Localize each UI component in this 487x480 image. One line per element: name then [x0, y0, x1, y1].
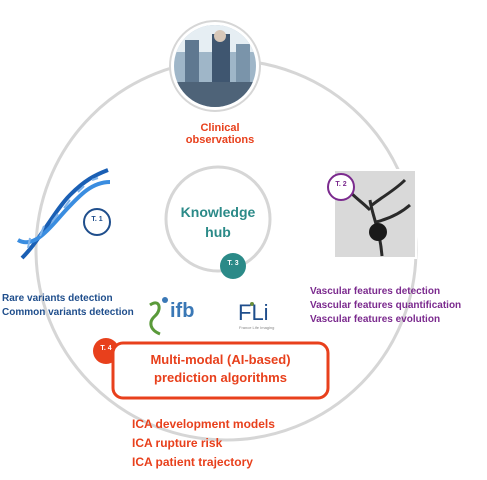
imaging-item-quantification: Vascular features quantification [310, 300, 462, 311]
imaging-item-detection: Vascular features detection [310, 286, 441, 297]
fli-logo [250, 302, 254, 306]
badge-t1-ring [83, 208, 111, 236]
clinical-photo [169, 20, 261, 112]
clinical-observations-label: Clinical observations [185, 122, 255, 146]
imaging-item-evolution: Vascular features evolution [310, 314, 441, 325]
output-item-rupture: ICA rupture risk [132, 436, 223, 450]
hub-circle [164, 165, 272, 273]
prediction-title-line1: Multi-modal (AI-based) [150, 352, 291, 367]
prediction-title-line2: prediction algorithms [154, 370, 287, 385]
fli-logo-text: FLi [238, 300, 269, 325]
genetics-item-rare: Rare variants detection [2, 293, 113, 304]
badge-t4: T. 4 [100, 345, 112, 352]
ifb-logo [149, 297, 168, 336]
prediction-outputs: ICA development models ICA rupture risk … [132, 415, 275, 472]
dna-helix-icon [16, 168, 111, 260]
output-item-trajectory: ICA patient trajectory [132, 455, 253, 469]
fli-logo-subtitle: France Life Imaging [239, 325, 275, 330]
knowledge-hub-title: Knowledge hub [166, 202, 270, 242]
genetics-item-common: Common variants detection [2, 307, 134, 318]
badge-t1: T. 1 [91, 216, 103, 223]
hub-title-line1: Knowledge [180, 204, 256, 220]
prediction-box [111, 341, 330, 400]
output-item-development: ICA development models [132, 417, 275, 431]
badge-t2: T. 2 [335, 181, 347, 188]
imaging-list: Vascular features detection Vascular fea… [310, 285, 461, 327]
badge-t3-ring [220, 253, 246, 279]
badge-t3: T. 3 [227, 260, 239, 267]
ifb-logo-text: ifb [170, 300, 195, 322]
hub-title-line2: hub [205, 224, 231, 240]
prediction-title: Multi-modal (AI-based) prediction algori… [113, 351, 328, 387]
genetics-list: Rare variants detection Common variants … [2, 292, 134, 320]
badge-t2-ring [327, 173, 355, 201]
